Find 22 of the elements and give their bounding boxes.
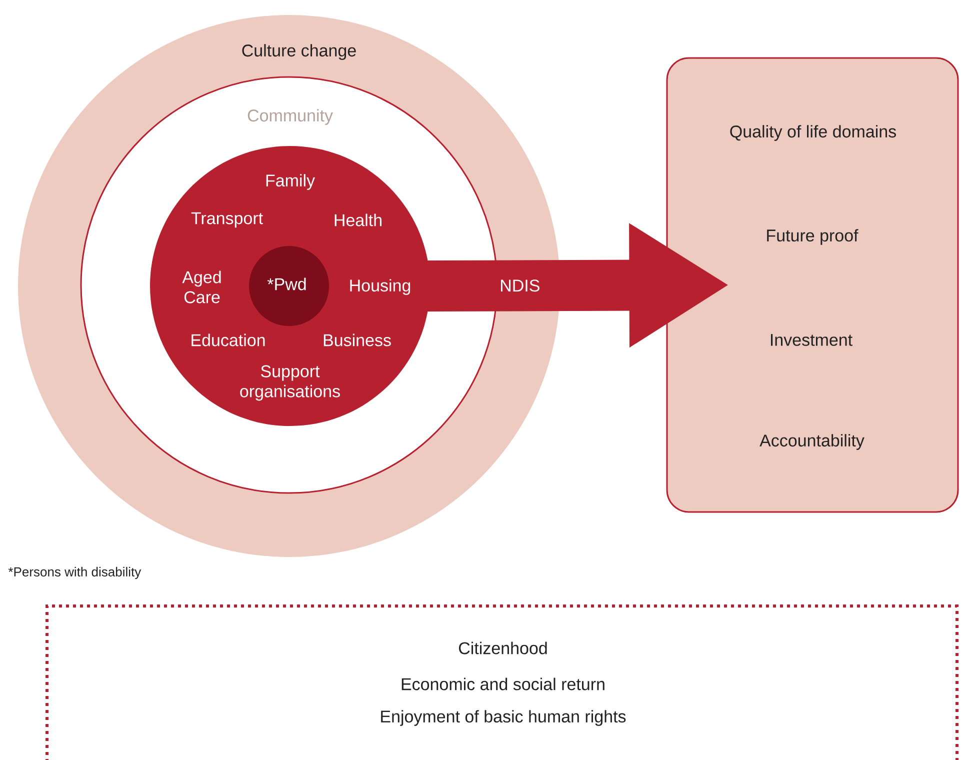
- label-text: Housing: [350, 279, 410, 295]
- label-text: Investment: [771, 334, 852, 346]
- label-text: Transport: [191, 212, 263, 228]
- label-text: Education: [192, 334, 265, 346]
- label-text: Business: [324, 334, 391, 346]
- label-text: Community: [248, 109, 333, 125]
- label-text: Aged Care: [182, 270, 221, 304]
- label-text: Future proof: [767, 229, 858, 245]
- label-text: Support organisations: [240, 365, 340, 401]
- label-text: Culture change: [242, 44, 356, 60]
- label-text: Citizenhood: [458, 642, 547, 654]
- label-text: Quality of life domains: [730, 125, 896, 141]
- label-text: Family: [266, 174, 315, 190]
- circle: [150, 146, 430, 426]
- label-text: *Pwd: [267, 278, 306, 290]
- circle: [249, 246, 329, 326]
- label-text: Health: [334, 214, 382, 226]
- label-text: Accountability: [760, 434, 864, 450]
- label-text: Economic and social return: [402, 678, 604, 690]
- label-text: Enjoyment of basic human rights: [381, 710, 626, 726]
- footnote: *Persons with disability: [8, 566, 142, 580]
- edge-label: NDIS: [498, 278, 542, 293]
